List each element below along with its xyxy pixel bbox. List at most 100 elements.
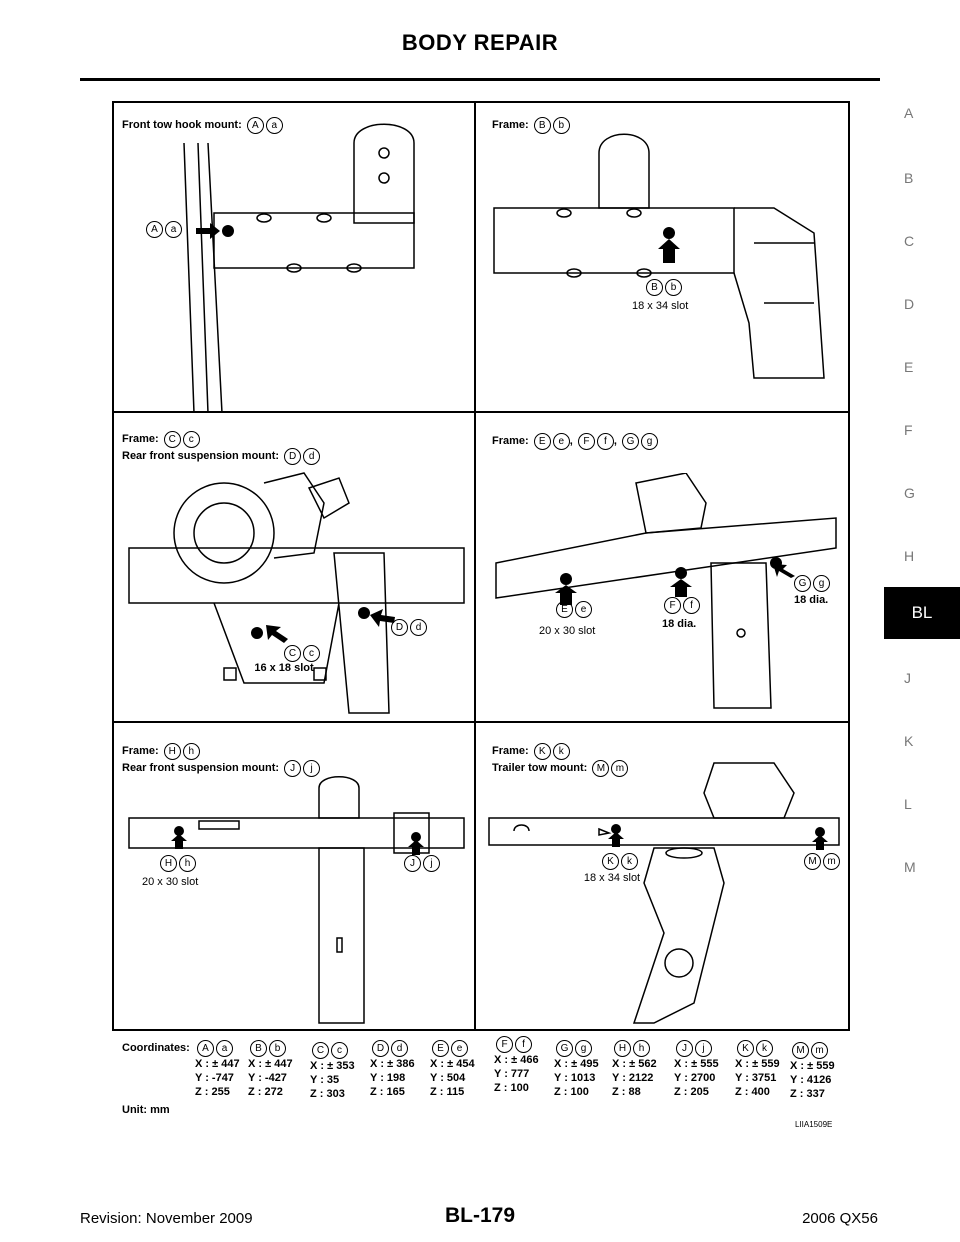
callout-letter: a: [265, 117, 283, 134]
callout-letter: a: [165, 221, 182, 238]
coord-z: Z : 165: [370, 1086, 405, 1098]
panel6-title-frame: Frame:: [492, 745, 529, 757]
front-tow-hook-drawing: [183, 123, 415, 413]
coordinates-label: Coordinates:: [122, 1042, 190, 1054]
tab-e[interactable]: E: [904, 359, 914, 375]
coord-x: X : ± 559: [790, 1060, 835, 1072]
panel6-title-mount: Trailer tow mount:: [492, 762, 588, 774]
panel4-f-dia-note: 18 dia.: [662, 618, 697, 630]
tab-j[interactable]: J: [904, 670, 911, 686]
tab-h[interactable]: H: [904, 548, 915, 564]
callout-letter: E: [533, 433, 551, 450]
coord-y: Y : 4126: [790, 1074, 832, 1086]
coord-y: Y : 3751: [735, 1072, 777, 1084]
callout-letter: g: [575, 1040, 592, 1057]
coord-z: Z : 115: [430, 1086, 465, 1098]
callout-letter: K: [737, 1040, 754, 1057]
coord-z: Z : 100: [554, 1086, 589, 1098]
page-title: BODY REPAIR: [401, 30, 559, 55]
tab-l[interactable]: L: [904, 796, 912, 812]
callout-letter: j: [423, 855, 440, 872]
coord-x: X : ± 447: [248, 1058, 293, 1070]
callout-letter: J: [284, 760, 302, 777]
callout-letter: G: [622, 433, 639, 450]
callout-letter: G: [556, 1040, 573, 1057]
tab-d[interactable]: D: [904, 296, 915, 312]
figure-code: LIIA1509E: [795, 1120, 833, 1129]
coord-y: Y : -427: [248, 1072, 287, 1084]
panel3-title-frame: Frame:: [122, 433, 159, 445]
coord-z: Z : 303: [310, 1088, 345, 1100]
header-rule: [80, 78, 880, 81]
panel6-slot-note: 18 x 34 slot: [583, 872, 641, 884]
coord-x: X : ± 353: [310, 1060, 355, 1072]
callout-letter: F: [664, 597, 681, 614]
panel4-g-dia-note: 18 dia.: [794, 594, 829, 606]
callout-letter: d: [303, 448, 321, 465]
tab-k[interactable]: K: [904, 733, 914, 749]
figure-divider-1: [114, 411, 848, 413]
coord-x: X : ± 447: [195, 1058, 240, 1070]
coord-y: Y : 1013: [554, 1072, 596, 1084]
tab-a[interactable]: A: [904, 105, 914, 121]
callout-letter: M: [792, 1042, 809, 1059]
callout-letter: C: [284, 645, 301, 662]
coord-z: Z : 400: [735, 1086, 770, 1098]
coord-x: X : ± 559: [735, 1058, 780, 1070]
coord-x: X : ± 562: [612, 1058, 657, 1070]
panel1-title-text: Front tow hook mount:: [122, 119, 242, 131]
callout-letter: B: [646, 279, 663, 296]
callout-letter: J: [404, 855, 421, 872]
callout-letter: H: [163, 743, 181, 760]
callout-letter: b: [665, 279, 682, 296]
coord-y: Y : 777: [494, 1068, 530, 1080]
tab-g[interactable]: G: [904, 485, 915, 501]
callout-letter: J: [676, 1040, 693, 1057]
frame-b-drawing: [493, 133, 825, 379]
coord-y: Y : 2700: [674, 1072, 716, 1084]
panel5-slot-note: 20 x 30 slot: [142, 876, 199, 888]
panel5-title-mount: Rear front suspension mount:: [122, 762, 280, 774]
callout-letter: m: [811, 1042, 828, 1059]
callout-letter: k: [621, 853, 638, 870]
coord-x: X : ± 454: [430, 1058, 475, 1070]
callout-letter: a: [216, 1040, 233, 1057]
tab-bl-active[interactable]: BL: [884, 587, 960, 639]
footer-page-number: BL-179: [444, 1204, 516, 1227]
callout-letter: m: [611, 760, 629, 777]
callout-letter: B: [250, 1040, 267, 1057]
tab-f[interactable]: F: [904, 422, 913, 438]
callout-letter: h: [633, 1040, 650, 1057]
callout-letter: b: [269, 1040, 286, 1057]
callout-letter: f: [596, 433, 614, 450]
tab-b[interactable]: B: [904, 170, 914, 186]
panel2-slot-note: 18 x 34 slot: [632, 300, 689, 312]
figure-divider-2: [114, 721, 848, 723]
callout-letter: f: [515, 1036, 532, 1053]
callout-letter: f: [683, 597, 700, 614]
tab-c[interactable]: C: [904, 233, 915, 249]
tab-m[interactable]: M: [904, 859, 916, 875]
coord-z: Z : 272: [248, 1086, 283, 1098]
